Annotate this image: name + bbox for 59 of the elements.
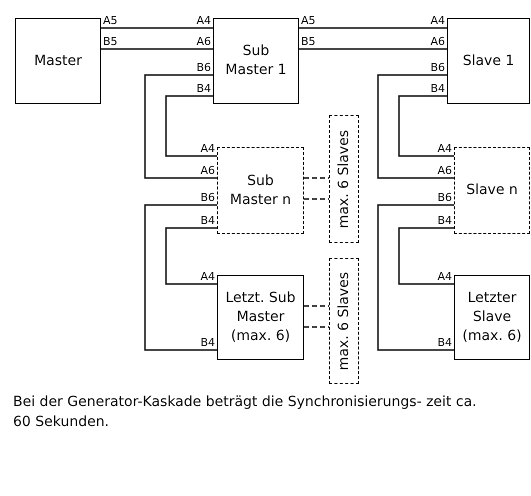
pin-label: A4 (200, 143, 215, 155)
device-label: Letzt. Sub Master (max. 6) (225, 289, 296, 346)
caption: Bei der Generator-Kaskade beträgt die Synchronisierungs- zeit ca. 60 Sekunden. (13, 393, 478, 432)
pin-label: B5 (103, 36, 118, 48)
device-box (15, 18, 101, 104)
wire (144, 204, 217, 351)
device-box (454, 147, 530, 234)
pin-label: B6 (196, 62, 211, 74)
pin-label: A4 (200, 271, 215, 283)
pin-label: B4 (200, 215, 215, 227)
device-label: Master (34, 52, 82, 70)
device-box (454, 275, 530, 360)
device-label: max. 6 Slaves (334, 130, 352, 228)
pin-label: B4 (196, 83, 211, 95)
wire (304, 198, 329, 200)
wire (377, 74, 454, 179)
device-box (217, 275, 304, 360)
slave-group-box (329, 115, 359, 243)
device-label: Letzter Slave (max. 6) (462, 289, 522, 346)
device-label: Slave n (466, 181, 518, 200)
wire (144, 74, 217, 179)
wire (101, 48, 213, 50)
device-label: max. 6 Slaves (334, 272, 352, 370)
device-label: Sub Master n (228, 172, 292, 210)
pin-label: B4 (437, 215, 452, 227)
device-label: Slave 1 (462, 52, 514, 70)
pin-label: B6 (430, 62, 445, 74)
wire (101, 27, 213, 29)
wire (299, 27, 447, 29)
wire (165, 95, 217, 157)
pin-label: A4 (430, 15, 445, 27)
pin-label: A6 (430, 36, 445, 48)
pin-label: A5 (103, 15, 118, 27)
wire (304, 305, 329, 307)
wire (398, 95, 454, 157)
wire (165, 227, 217, 285)
pin-label: B4 (200, 337, 215, 349)
device-box (213, 18, 299, 104)
slave-group-box (329, 258, 359, 384)
wire (377, 204, 454, 351)
pin-label: B4 (437, 337, 452, 349)
pin-label: A4 (196, 15, 211, 27)
wire (304, 177, 329, 179)
device-label: Sub Master 1 (224, 42, 288, 80)
pin-label: A6 (437, 165, 452, 177)
wire (398, 227, 454, 285)
wire (299, 48, 447, 50)
pin-label: A6 (200, 165, 215, 177)
wire (304, 326, 329, 328)
pin-label: B5 (301, 36, 316, 48)
pin-label: A6 (196, 36, 211, 48)
pin-label: B6 (200, 192, 215, 204)
device-box (217, 147, 304, 234)
pin-label: B6 (437, 192, 452, 204)
pin-label: B4 (430, 83, 445, 95)
pin-label: A5 (301, 15, 316, 27)
pin-label: A4 (437, 143, 452, 155)
device-box (447, 18, 530, 104)
pin-label: A4 (437, 271, 452, 283)
